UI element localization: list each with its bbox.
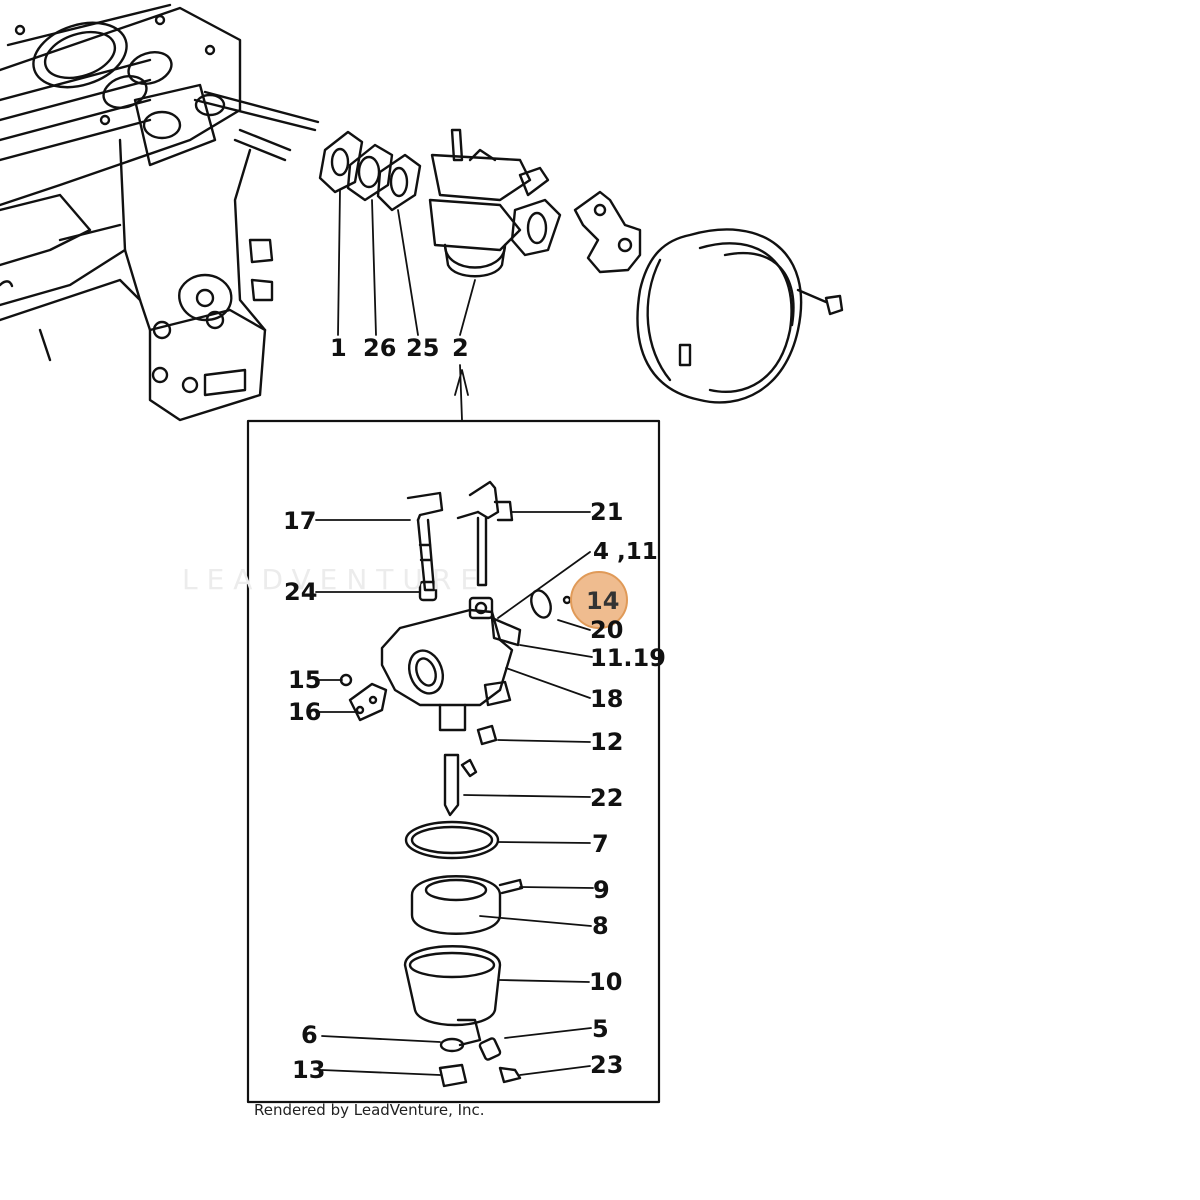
callout-4-11[interactable]: 4 ,11 (593, 539, 658, 565)
callout-18[interactable]: 18 (590, 685, 624, 713)
callout-13[interactable]: 13 (292, 1056, 326, 1084)
callout-20[interactable]: 20 (590, 616, 624, 644)
callout-11-19[interactable]: 11.19 (590, 644, 666, 672)
callout-14[interactable]: 14 (586, 587, 620, 615)
callout-24[interactable]: 24 (284, 578, 318, 606)
callout-9[interactable]: 9 (593, 876, 610, 904)
callout-26[interactable]: 26 (363, 334, 397, 362)
callout-17[interactable]: 17 (283, 507, 317, 535)
carburetor-assembly-top (428, 128, 562, 278)
callout-21[interactable]: 21 (590, 498, 624, 526)
callout-25[interactable]: 25 (406, 334, 440, 362)
intake-gaskets (318, 130, 422, 212)
callout-22[interactable]: 22 (590, 784, 624, 812)
air-cleaner (636, 228, 844, 404)
detail-frame (246, 419, 661, 1104)
choke-bracket (573, 190, 642, 274)
detail-leader-lines (315, 511, 594, 1076)
callout-12[interactable]: 12 (590, 728, 624, 756)
carburetor-detail-parts (339, 480, 572, 1088)
callout-10[interactable]: 10 (589, 968, 623, 996)
callout-7[interactable]: 7 (592, 830, 609, 858)
callout-6[interactable]: 6 (301, 1021, 318, 1049)
callout-1[interactable]: 1 (330, 334, 347, 362)
callout-2[interactable]: 2 (452, 334, 469, 362)
top-leader-lines (337, 189, 476, 421)
callout-15[interactable]: 15 (288, 666, 322, 694)
callout-5[interactable]: 5 (592, 1015, 609, 1043)
callout-23[interactable]: 23 (590, 1051, 624, 1079)
credit-text: Rendered by LeadVenture, Inc. (254, 1101, 485, 1119)
callout-16[interactable]: 16 (288, 698, 322, 726)
engine-block (0, 3, 320, 422)
callout-14-highlight (570, 571, 628, 629)
watermark: LEADVENTURE (182, 563, 488, 596)
callout-8[interactable]: 8 (592, 912, 609, 940)
